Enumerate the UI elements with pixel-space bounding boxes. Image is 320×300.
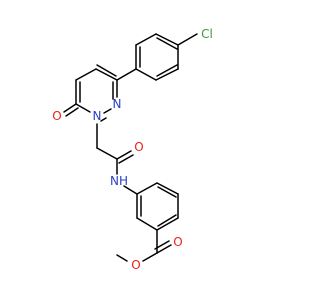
bond xyxy=(116,150,132,160)
bond xyxy=(156,182,179,195)
ester-carbonyl-oxygen-label: O xyxy=(173,235,182,249)
bond xyxy=(135,68,157,81)
chlorine-label: Cl xyxy=(201,27,213,41)
amide-oxygen-label: O xyxy=(134,140,143,154)
bond xyxy=(75,68,97,81)
structure-diagram: Cl O N N O NH O O xyxy=(52,27,213,272)
bond xyxy=(75,103,91,113)
bond xyxy=(136,217,158,231)
bond xyxy=(177,33,198,46)
bond xyxy=(65,107,79,117)
bond xyxy=(157,214,177,227)
bond xyxy=(136,182,158,195)
bond xyxy=(95,68,118,81)
molecule-canvas: Cl O N N O NH O O xyxy=(52,27,213,272)
bond xyxy=(100,117,107,122)
bond xyxy=(118,154,134,164)
bond xyxy=(155,33,179,46)
atom-labels: Cl O N N O NH O O xyxy=(52,27,213,272)
ring-nitrogen-label: N xyxy=(113,97,122,111)
bond xyxy=(156,37,178,50)
bonds xyxy=(63,33,198,262)
bond xyxy=(157,186,177,198)
bond xyxy=(154,240,170,250)
bond xyxy=(116,68,137,81)
bond xyxy=(116,254,128,262)
bond xyxy=(63,103,77,113)
bond xyxy=(135,33,157,46)
ester-oxygen-label: O xyxy=(131,258,140,272)
bond xyxy=(156,64,178,77)
amide-nh-label: NH xyxy=(110,174,128,188)
bond xyxy=(156,244,172,254)
bond xyxy=(103,108,112,114)
bond xyxy=(123,185,138,195)
bond xyxy=(156,217,179,231)
bond xyxy=(155,68,179,81)
bond xyxy=(96,64,117,77)
ring-nitrogen-label: N xyxy=(93,109,102,123)
bond xyxy=(142,252,158,262)
bond xyxy=(96,147,118,160)
ring-carbonyl-oxygen-label: O xyxy=(52,109,61,123)
